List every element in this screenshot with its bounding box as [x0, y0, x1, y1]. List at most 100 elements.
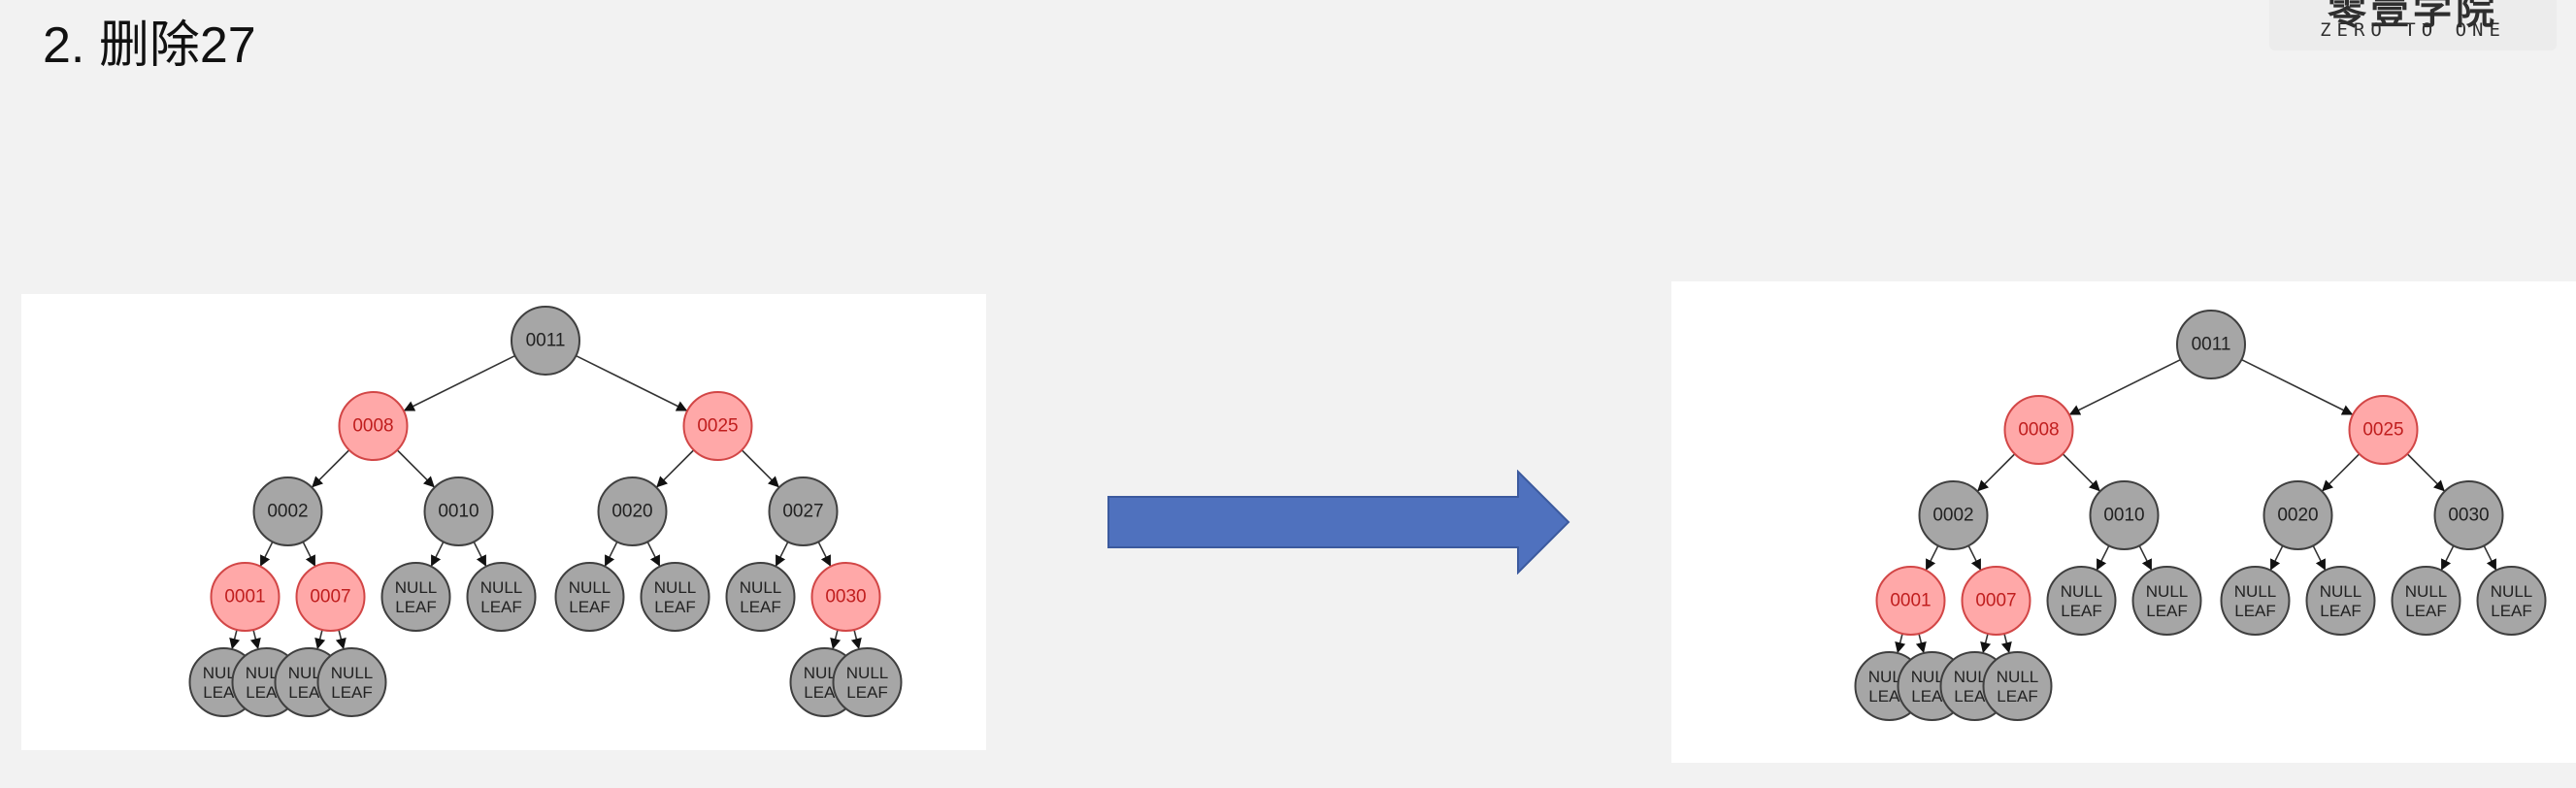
- tree-edge: [2068, 358, 2181, 415]
- tree-node-0020: 0020: [2262, 480, 2333, 550]
- tree-edge: [646, 541, 661, 567]
- tree-edge: [2312, 544, 2327, 571]
- brand-logo: 零壹学院 ZERO TO ONE: [2269, 0, 2557, 50]
- nil-leaf-label: LEAF: [2320, 602, 2361, 620]
- node-key-label: 0001: [1890, 591, 1931, 611]
- node-circle: [768, 476, 839, 546]
- tree-edge: [1915, 633, 1927, 654]
- nil-leaf-label: NULL: [395, 578, 437, 597]
- node-circle: [2348, 395, 2419, 465]
- logo-subtitle: ZERO TO ONE: [2320, 19, 2506, 41]
- nil-leaf-label: NULL: [1997, 668, 2038, 686]
- nil-leaf-label: NULL: [654, 578, 696, 597]
- tree-edge: [830, 629, 842, 650]
- node-key-label: 0010: [2103, 506, 2144, 526]
- tree-node-0008: 0008: [2003, 395, 2074, 465]
- tree-node-0011: 0011: [2176, 310, 2246, 379]
- node-circle: [640, 562, 710, 632]
- tree-node-0025: 0025: [682, 391, 753, 461]
- nil-leaf-label: LEAF: [331, 683, 373, 702]
- tree-edge: [1980, 633, 1992, 654]
- slide-title: 2. 删除27: [43, 17, 256, 74]
- tree-edge: [2062, 453, 2100, 492]
- node-circle: [380, 562, 451, 632]
- node-key-label: 0025: [697, 416, 738, 437]
- node-key-label: 0010: [438, 502, 479, 522]
- nil-leaf-label: NULL: [2234, 582, 2276, 601]
- node-key-label: 0025: [2362, 420, 2403, 441]
- node-circle: [2262, 480, 2333, 550]
- tree-node-0001: 0001: [210, 562, 281, 632]
- nil-leaf-label: NULL: [2320, 582, 2361, 601]
- nil-leaf-label: NULL: [2405, 582, 2447, 601]
- node-circle: [210, 562, 281, 632]
- nil-leaf-label: NULL: [2146, 582, 2188, 601]
- node-key-label: 0002: [1932, 506, 1973, 526]
- tree-edge: [2269, 544, 2284, 571]
- tree-edge: [576, 354, 688, 411]
- node-key-label: 0027: [782, 502, 823, 522]
- node-key-label: 0020: [611, 502, 652, 522]
- tree-node-0001: 0001: [1875, 566, 1946, 636]
- node-circle: [2176, 310, 2246, 379]
- tree-edge: [604, 541, 618, 567]
- node-circle: [466, 562, 537, 632]
- tree-edge: [1895, 633, 1906, 654]
- tree-edge: [314, 629, 326, 650]
- node-circle: [832, 647, 903, 717]
- node-circle: [1875, 566, 1946, 636]
- nil-leaf-label: NULL: [2491, 582, 2532, 601]
- tree-edge: [335, 629, 347, 650]
- nil-leaf-label: LEAF: [2146, 602, 2188, 620]
- node-circle: [2433, 480, 2504, 550]
- node-circle: [554, 562, 625, 632]
- node-key-label: 0008: [352, 416, 393, 437]
- node-circle: [252, 476, 323, 546]
- tree-edge: [1977, 453, 2016, 492]
- node-circle: [295, 562, 366, 632]
- tree-node-0020: 0020: [597, 476, 668, 546]
- tree-edge: [473, 541, 487, 567]
- tree-node-0010: 0010: [2089, 480, 2160, 550]
- nil-leaf-label: LEAF: [1997, 687, 2038, 706]
- node-key-label: 0002: [267, 502, 308, 522]
- nil-leaf-label: LEAF: [569, 598, 611, 616]
- tree-edge: [2406, 453, 2445, 492]
- node-key-label: 0008: [2018, 420, 2059, 441]
- tree-edge: [302, 541, 316, 567]
- node-circle: [2305, 566, 2376, 636]
- nil-leaf-label: LEAF: [2061, 602, 2102, 620]
- nil-leaf-label: LEAF: [395, 598, 437, 616]
- nil-leaf-label: LEAF: [740, 598, 781, 616]
- node-circle: [316, 647, 387, 717]
- tree-edge: [396, 449, 435, 488]
- node-key-label: 0007: [310, 587, 350, 607]
- node-key-label: 0011: [2192, 335, 2231, 355]
- tree-edge: [850, 629, 862, 650]
- tree-after-diagram: 0011000800020001NULLLEAFNULLLEAF0007NULL…: [1854, 310, 2547, 721]
- nil-leaf-label: NULL: [331, 664, 373, 682]
- node-circle: [1961, 566, 2031, 636]
- tree-edge: [1925, 544, 1939, 571]
- tree-node-0025: 0025: [2348, 395, 2419, 465]
- node-key-label: 0001: [224, 587, 265, 607]
- logo-wordmark: 零壹学院: [2328, 0, 2498, 32]
- tree-edge: [656, 449, 695, 488]
- node-circle: [511, 306, 580, 376]
- tree-node-0002: 0002: [252, 476, 323, 546]
- node-circle: [810, 562, 881, 632]
- tree-node-0007: 0007: [1961, 566, 2031, 636]
- node-circle: [725, 562, 796, 632]
- nil-leaf-label: LEAF: [2491, 602, 2532, 620]
- nil-leaf-label: LEAF: [846, 683, 888, 702]
